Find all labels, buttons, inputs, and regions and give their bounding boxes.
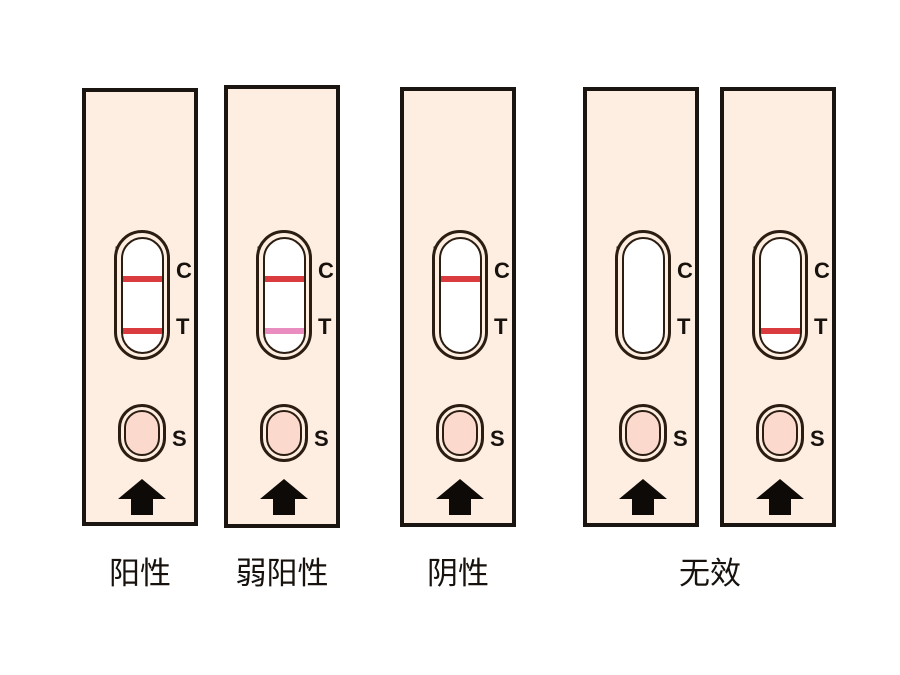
result-window xyxy=(615,230,671,360)
result-window-strip xyxy=(758,236,802,354)
sample-marker-label: S xyxy=(673,426,688,451)
result-window xyxy=(114,230,170,360)
test-marker-label: T xyxy=(677,314,691,339)
test-cassette-invalid-test-only: HIV C T S xyxy=(720,87,836,527)
control-marker-label: C xyxy=(814,258,830,283)
test-cassette-negative: HIV C T S xyxy=(400,87,516,527)
sample-well xyxy=(756,404,804,462)
control-band xyxy=(122,275,162,282)
sample-marker-label: S xyxy=(172,426,187,451)
test-band xyxy=(760,327,800,334)
sample-marker-label: S xyxy=(810,426,825,451)
caption-negative: 阴性 xyxy=(427,556,489,591)
sample-well xyxy=(436,404,484,462)
caption-positive: 阳性 xyxy=(109,556,171,591)
result-window xyxy=(432,230,488,360)
sample-direction-arrow-icon xyxy=(755,478,805,516)
sample-direction-arrow-icon xyxy=(435,478,485,516)
sample-well-fill xyxy=(124,410,160,456)
result-window-strip xyxy=(120,236,164,354)
control-band xyxy=(264,275,304,282)
sample-well-fill xyxy=(625,410,661,456)
caption-weak-positive: 弱阳性 xyxy=(235,556,329,591)
result-window xyxy=(752,230,808,360)
sample-direction-arrow-icon xyxy=(259,478,309,516)
sample-well-fill xyxy=(266,410,302,456)
test-band xyxy=(264,327,304,334)
sample-well xyxy=(118,404,166,462)
sample-direction-arrow-icon xyxy=(117,478,167,516)
sample-well-fill xyxy=(762,410,798,456)
sample-marker-label: S xyxy=(490,426,505,451)
test-cassette-positive: HIV C T S xyxy=(82,88,198,526)
test-marker-label: T xyxy=(318,314,332,339)
control-marker-label: C xyxy=(677,258,693,283)
sample-well xyxy=(619,404,667,462)
control-marker-label: C xyxy=(494,258,510,283)
test-marker-label: T xyxy=(814,314,828,339)
sample-direction-arrow-icon xyxy=(618,478,668,516)
test-marker-label: T xyxy=(176,314,190,339)
sample-well-fill xyxy=(442,410,478,456)
caption-invalid: 无效 xyxy=(679,556,741,591)
result-window-strip xyxy=(262,236,306,354)
test-band xyxy=(122,327,162,334)
control-band xyxy=(440,275,480,282)
test-marker-label: T xyxy=(494,314,508,339)
control-marker-label: C xyxy=(176,258,192,283)
result-window xyxy=(256,230,312,360)
test-cassette-weak-positive: HIV C T S xyxy=(224,85,340,528)
control-marker-label: C xyxy=(318,258,334,283)
result-window-strip xyxy=(621,236,665,354)
sample-marker-label: S xyxy=(314,426,329,451)
sample-well xyxy=(260,404,308,462)
test-cassette-invalid-no-band: HIV C T S xyxy=(583,87,699,527)
result-window-strip xyxy=(438,236,482,354)
